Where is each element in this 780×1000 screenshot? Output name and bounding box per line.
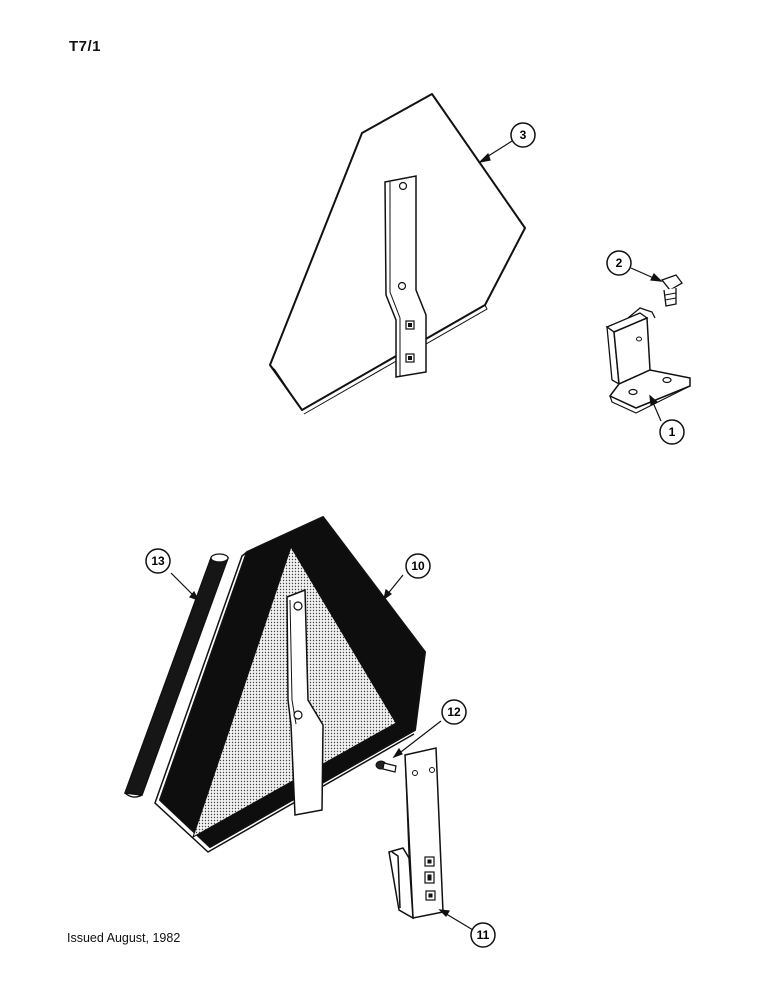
bolt [660, 274, 683, 307]
callout-3: 3 [510, 122, 536, 148]
plate-strap [384, 175, 427, 378]
callout-2: 2 [606, 250, 632, 276]
sign-backing-plate [269, 93, 526, 415]
callout-11: 11 [470, 922, 496, 948]
svg-text:2: 2 [616, 256, 623, 270]
emblem-strap [286, 588, 324, 816]
support-bracket [388, 747, 444, 920]
callout-1: 1 [659, 419, 685, 445]
svg-text:11: 11 [477, 928, 490, 942]
callout-13: 13 [145, 548, 171, 574]
svg-text:13: 13 [151, 554, 165, 568]
svg-text:10: 10 [411, 559, 425, 573]
issued-date: Issued August, 1982 [67, 931, 181, 945]
leader-lines [170, 140, 663, 931]
mounting-rod [123, 553, 230, 798]
svg-text:12: 12 [447, 705, 461, 719]
callout-10: 10 [405, 553, 431, 579]
mounting-bracket [605, 307, 691, 414]
slow-moving-vehicle-emblem [154, 516, 426, 853]
svg-text:3: 3 [520, 128, 527, 142]
page-code: T7/1 [69, 38, 102, 55]
svg-text:1: 1 [669, 425, 676, 439]
callout-12: 12 [441, 699, 467, 725]
screw [375, 760, 397, 773]
